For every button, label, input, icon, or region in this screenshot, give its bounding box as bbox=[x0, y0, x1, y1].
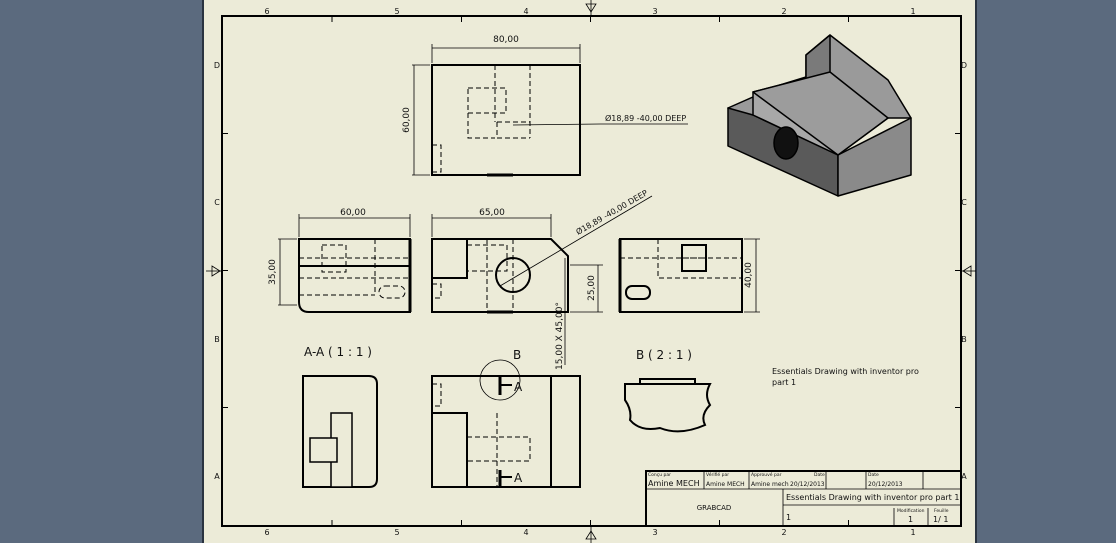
zone-column-label: 2 bbox=[781, 7, 786, 16]
checked-by-label: Vérifié par bbox=[706, 471, 729, 478]
right-view: 40,00 bbox=[618, 238, 760, 313]
detail-marker: B bbox=[513, 348, 521, 362]
zone-column-label: 1 bbox=[910, 7, 915, 16]
section-view-a-a: A-A ( 1 : 1 ) bbox=[302, 345, 378, 488]
zone-column-label: 6 bbox=[264, 528, 269, 537]
zone-column-label: 2 bbox=[781, 528, 786, 537]
date-label-1: Date bbox=[814, 472, 825, 478]
note-line-2: part 1 bbox=[772, 378, 796, 387]
dim-right-height: 40,00 bbox=[744, 262, 754, 288]
zone-column-label: 6 bbox=[264, 7, 269, 16]
cut-view: B A A bbox=[431, 348, 581, 488]
sheet-label: Feuille bbox=[934, 508, 949, 514]
date-2: 20/12/2013 bbox=[868, 481, 903, 488]
zone-row-label: A bbox=[961, 472, 967, 481]
section-label: A-A ( 1 : 1 ) bbox=[304, 345, 372, 359]
zone-column-label: 4 bbox=[523, 7, 528, 16]
isometric-view bbox=[727, 34, 912, 197]
zone-column-label: 3 bbox=[652, 528, 657, 537]
date-1: 20/12/2013 bbox=[790, 481, 825, 488]
detail-view-b: B ( 2 : 1 ) bbox=[624, 348, 712, 433]
title-block: Conçu par Amine MECH Vérifié par Amine M… bbox=[645, 470, 962, 527]
date-label-2: Date bbox=[868, 472, 879, 478]
cut-marker-bottom: A bbox=[514, 471, 523, 485]
zone-column-label: 5 bbox=[394, 7, 399, 16]
zone-row-label: C bbox=[961, 198, 967, 207]
dim-side-height: 35,00 bbox=[268, 259, 278, 285]
drawing-number: 1 bbox=[786, 513, 791, 522]
dim-top-height: 60,00 bbox=[402, 107, 412, 133]
zone-row-label: C bbox=[214, 198, 220, 207]
dim-chamfer: 15,00 X 45,00° bbox=[555, 302, 565, 370]
cut-marker-top: A bbox=[514, 380, 523, 394]
sheet-number: 1/ 1 bbox=[933, 515, 948, 524]
detail-label: B ( 2 : 1 ) bbox=[636, 348, 692, 362]
company: GRABCAD bbox=[697, 504, 732, 512]
hole-note-top: Ø18,89 -40,00 DEEP bbox=[605, 113, 686, 123]
designed-by-label: Conçu par bbox=[648, 472, 671, 478]
top-view: 80,00 60,00 Ø18,89 -40,00 DEEP bbox=[402, 35, 688, 177]
approved-by-label: Approuvé par bbox=[751, 471, 782, 478]
dim-front-width: 65,00 bbox=[479, 208, 505, 218]
dim-top-width: 80,00 bbox=[493, 35, 519, 45]
dim-side-width: 60,00 bbox=[340, 208, 366, 218]
zone-row-label: B bbox=[961, 335, 967, 344]
drawing-title: Essentials Drawing with inventor pro par… bbox=[786, 493, 959, 502]
checked-by: Amine MECH bbox=[706, 481, 745, 488]
side-view: 60,00 35,00 bbox=[268, 208, 412, 313]
note-line-1: Essentials Drawing with inventor pro bbox=[772, 367, 919, 376]
designed-by: Amine MECH bbox=[648, 479, 700, 488]
zone-row-label: B bbox=[214, 335, 220, 344]
zone-row-label: D bbox=[214, 61, 220, 70]
zone-column-label: 4 bbox=[523, 528, 528, 537]
approved-by: Amine mech bbox=[751, 481, 789, 488]
revision-label: Modification bbox=[897, 508, 925, 514]
zone-column-label: 3 bbox=[652, 7, 657, 16]
zone-row-label: D bbox=[961, 61, 967, 70]
zone-column-label: 5 bbox=[394, 528, 399, 537]
centering-marks bbox=[206, 0, 976, 543]
zone-column-label: 1 bbox=[910, 528, 915, 537]
dim-front-height: 25,00 bbox=[587, 275, 597, 301]
revision: 1 bbox=[908, 515, 913, 524]
zone-row-label: A bbox=[214, 472, 220, 481]
